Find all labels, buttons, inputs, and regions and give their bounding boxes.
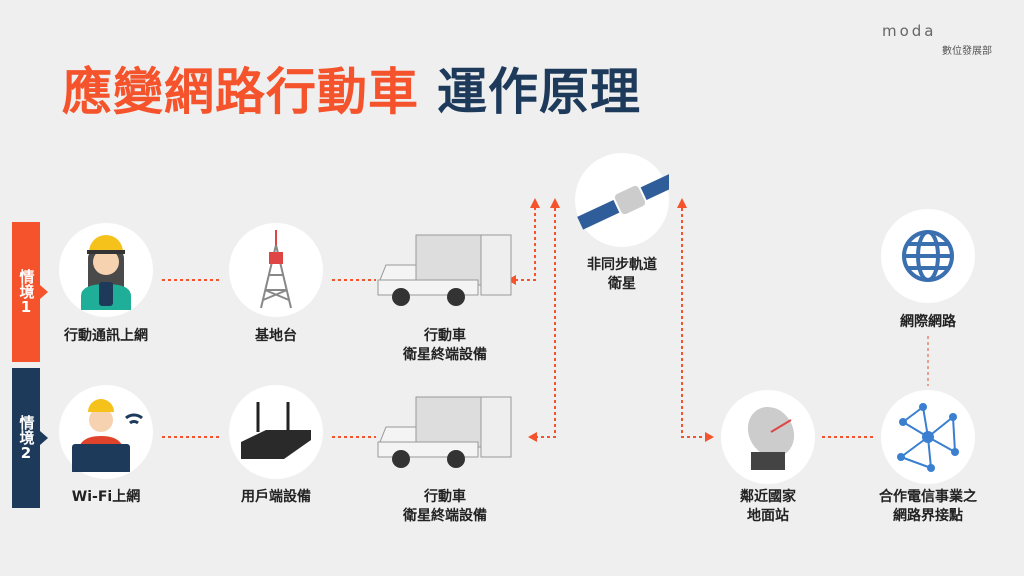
scenario-num: 1 — [20, 297, 32, 316]
worker-laptop-icon — [72, 399, 143, 472]
base-station-node — [229, 223, 323, 317]
label-cpe: 用戶端設備 — [241, 489, 311, 505]
cpe-node — [229, 385, 323, 479]
label-interconnect: 合作電信事業之網路界接點 — [848, 488, 1008, 526]
label-line: 行動車 — [424, 328, 466, 344]
label-truck-1: 行動車衛星終端設備 — [365, 327, 525, 365]
satellite-truck-icon — [377, 396, 512, 468]
truck-2-image — [376, 387, 516, 476]
label-truck-2: 行動車衛星終端設備 — [365, 488, 525, 526]
label-base-station: 基地台 — [255, 328, 297, 344]
label-line: 衛星終端設備 — [403, 508, 487, 524]
label-line: 非同步軌道 — [587, 257, 657, 273]
mobile-user-node — [59, 223, 153, 317]
label-line: 衛星 — [608, 276, 636, 292]
satellite-truck-icon — [377, 234, 512, 306]
page-title: 應變網路行動車運作原理 — [62, 52, 641, 124]
globe-icon — [902, 230, 954, 282]
satellite-dish-icon — [747, 406, 795, 470]
ground-station-node — [721, 390, 815, 484]
label-wifi-user: Wi-Fi上網 — [71, 489, 141, 505]
label-line: 地面站 — [747, 508, 789, 524]
label-satellite: 非同步軌道衛星 — [542, 256, 702, 294]
scenario-label: 情境 — [17, 414, 36, 445]
satellite-icon — [577, 170, 669, 230]
wifi-user-node — [59, 385, 153, 479]
title-main: 應變網路行動車 — [62, 63, 419, 121]
cell-tower-icon — [260, 230, 292, 309]
network-icon — [897, 403, 959, 472]
label-line: 合作電信事業之 — [879, 489, 977, 505]
scenario-num: 2 — [20, 443, 32, 462]
label-line: 衛星終端設備 — [403, 347, 487, 363]
moda-logo: moda — [882, 22, 937, 40]
router-icon — [241, 402, 311, 459]
truck-1-image — [376, 225, 516, 314]
satellite-node — [575, 153, 669, 247]
logo-org: 數位發展部 — [942, 46, 992, 57]
label-line: 行動車 — [424, 489, 466, 505]
label-line: 網路界接點 — [893, 508, 963, 524]
internet-node — [881, 209, 975, 303]
interconnect-node — [881, 390, 975, 484]
label-line: 鄰近國家 — [740, 489, 796, 505]
scenario-label: 情境 — [17, 268, 36, 299]
title-sub: 運作原理 — [437, 63, 641, 121]
label-mobile-user: 行動通訊上網 — [64, 328, 148, 344]
worker-phone-icon — [81, 235, 131, 310]
label-internet: 網際網路 — [900, 314, 956, 330]
label-ground-station: 鄰近國家地面站 — [688, 488, 848, 526]
